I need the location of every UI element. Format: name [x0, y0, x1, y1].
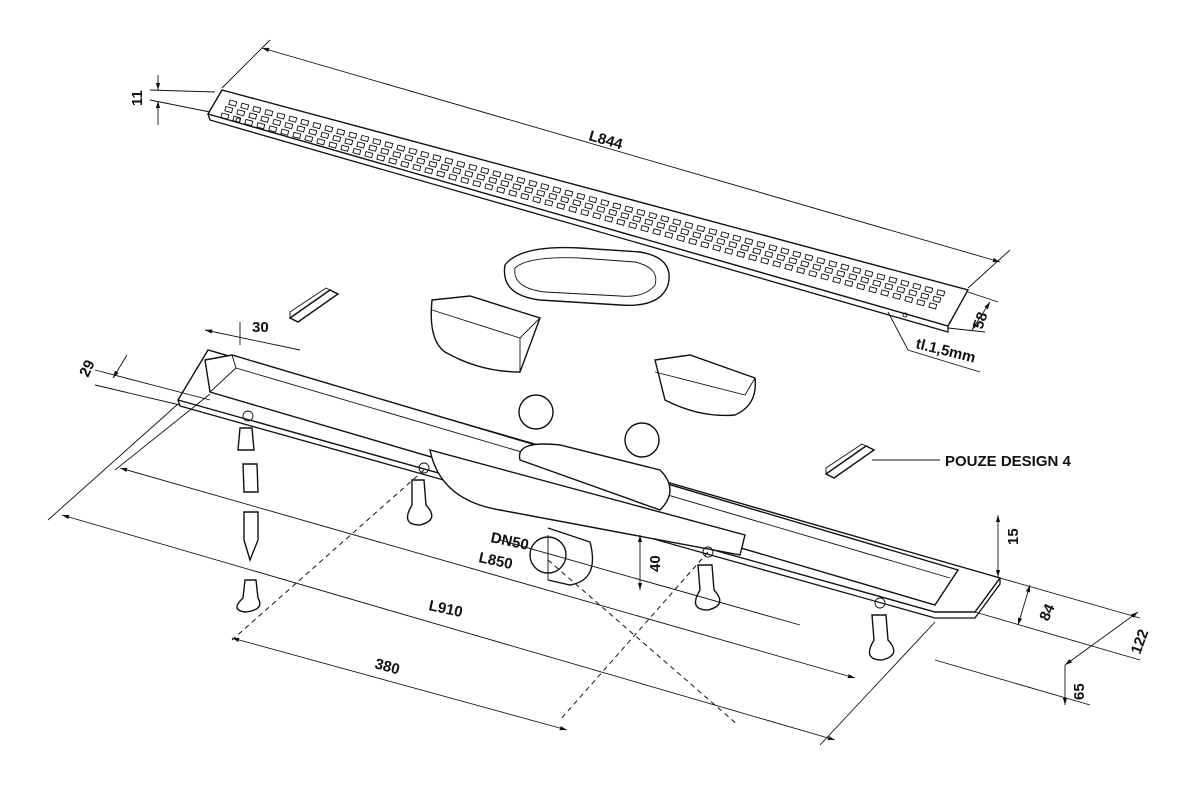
grate-slot	[220, 112, 230, 120]
grate-slot	[860, 276, 870, 284]
grate-slot	[916, 299, 926, 307]
grate-slot	[784, 263, 794, 271]
siphon-left-part	[430, 295, 541, 373]
grate-slot	[928, 302, 938, 310]
outlet-offset-label: 380	[373, 655, 402, 678]
grate-slot	[868, 286, 878, 294]
grate-slot	[892, 292, 902, 300]
channel-length-label: L850	[477, 549, 514, 573]
grate-slot	[884, 282, 894, 291]
siphon-right-part	[654, 354, 757, 417]
grate-slot	[796, 266, 806, 275]
outlet-height-label: 40	[647, 555, 664, 572]
grate-slot	[808, 270, 818, 278]
grate-slot	[844, 279, 854, 287]
grate-slot	[880, 289, 890, 297]
grate-slot	[856, 282, 866, 291]
drain-channel	[176, 349, 1002, 619]
outlet-label: DN50	[489, 529, 530, 554]
grate-slot	[912, 282, 922, 291]
grate-slot	[904, 295, 914, 304]
grate-slot	[924, 286, 934, 294]
grate-slot	[852, 266, 862, 274]
grate-slot	[832, 276, 842, 284]
grate-slot	[848, 273, 858, 281]
rim-height-label: 15	[1005, 528, 1022, 545]
grate-slot	[932, 295, 942, 303]
siphon-cover	[503, 246, 670, 307]
grate-slot	[820, 273, 830, 281]
grate-slot	[936, 289, 946, 297]
seal-ring-left	[518, 394, 554, 430]
channel-dimensions	[47, 322, 1141, 746]
clip-right	[824, 443, 940, 479]
grate-slot	[900, 279, 910, 287]
outlet-pipe	[529, 527, 594, 586]
grate-slot	[252, 105, 262, 114]
grate-slot	[864, 269, 874, 278]
grate-dimensions	[149, 39, 1011, 373]
grate-slot	[240, 102, 250, 110]
grate-slot	[236, 109, 246, 117]
grate-slot	[228, 99, 238, 107]
grate-slot	[876, 273, 886, 281]
grate-width-label: 58	[970, 310, 992, 331]
min-height-label: 65	[1071, 683, 1088, 700]
grate-slot	[812, 263, 822, 271]
flange-29-label: 29	[76, 357, 98, 379]
flange-30-label: 30	[252, 319, 269, 336]
channel-width-label: 84	[1036, 601, 1059, 624]
grate-height-label: 11	[129, 90, 146, 106]
grate-slot	[248, 112, 258, 120]
grate-slot	[224, 105, 234, 114]
grate-slot	[824, 266, 834, 275]
grate-slot	[896, 286, 906, 294]
grate-length-label: L844	[587, 128, 625, 154]
grate-slot	[840, 263, 850, 271]
grate-slot	[920, 292, 930, 300]
grate-slot	[908, 289, 918, 297]
grate-slot	[872, 279, 882, 287]
grate-slot	[244, 118, 254, 127]
total-width-label: 122	[1128, 627, 1153, 656]
total-length-label: L910	[427, 597, 464, 621]
design-note-label: POUZE DESIGN 4	[945, 453, 1072, 470]
grate-slot	[836, 269, 846, 278]
seal-ring-right	[624, 422, 660, 458]
clip-left	[288, 287, 340, 323]
grate-slot	[888, 276, 898, 284]
